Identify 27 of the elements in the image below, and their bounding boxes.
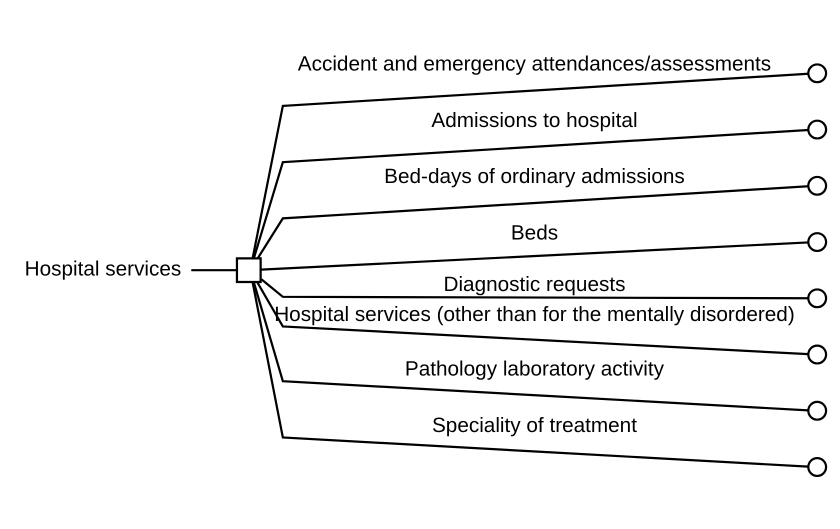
connector (251, 72, 808, 258)
connector (260, 278, 808, 299)
connector (260, 240, 808, 270)
node-circle (806, 456, 827, 477)
node-circle (806, 400, 827, 420)
node-circle (806, 175, 827, 196)
edge-label: Beds (510, 220, 558, 244)
connector (252, 128, 808, 258)
node-circle (806, 119, 827, 140)
node-circle (806, 62, 827, 83)
node-circle (806, 288, 827, 308)
edge-label: Speciality of treatment (431, 413, 636, 436)
node-box (235, 256, 262, 283)
edge-label: Admissions to hospital (430, 108, 638, 132)
node-circle (806, 344, 827, 364)
connector (251, 282, 808, 468)
edge-label: Bed-days of ordinary admissions (384, 164, 684, 188)
edge-label: Pathology laboratory activity (404, 357, 664, 380)
connector (190, 268, 236, 271)
node-text: Hospital services (24, 257, 181, 280)
connector (256, 184, 808, 258)
edge-label: Diagnostic requests (442, 272, 625, 296)
edge-label: Accident and emergency attendances/assessments (297, 52, 771, 76)
node-circle (806, 232, 827, 252)
connector (252, 281, 808, 411)
edge-label: Hospital services (other than for the mentally disordered) (274, 302, 794, 326)
connector (256, 281, 808, 355)
